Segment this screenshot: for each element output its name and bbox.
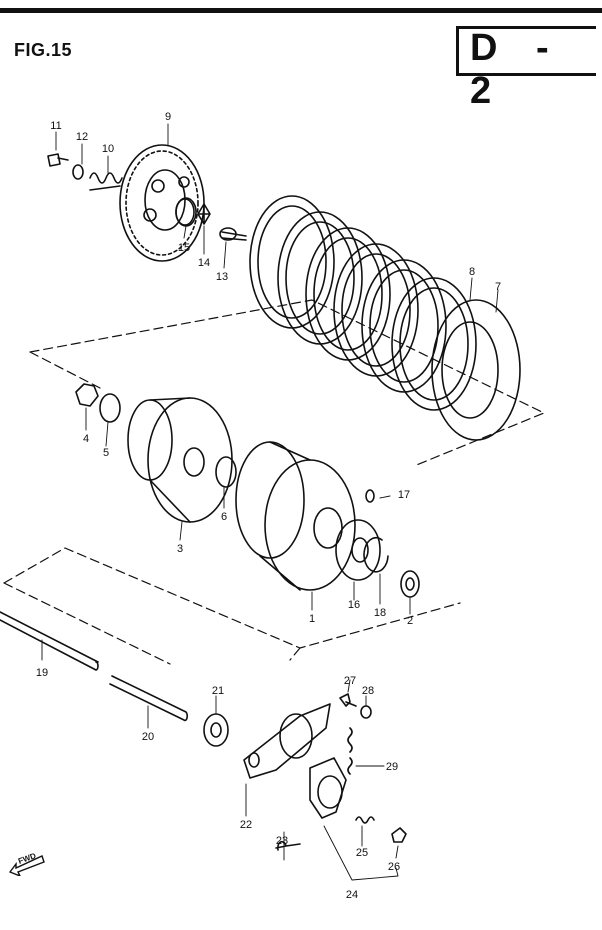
label-19: 19 (36, 667, 48, 679)
label-8: 8 (469, 266, 475, 278)
bearing-retainer (197, 203, 211, 225)
lock-washer (99, 393, 121, 423)
assembly-outline-lower (3, 582, 171, 665)
clutch-release-cam (309, 757, 347, 819)
push-rod-short (109, 675, 189, 722)
label-15: 15 (178, 242, 190, 254)
label-22: 22 (240, 819, 252, 831)
figure-title: FIG.15 (14, 40, 73, 60)
spring (89, 172, 123, 191)
leader-lines (41, 123, 499, 881)
return-spring (347, 727, 353, 775)
assembly-outline-middle (3, 547, 461, 661)
label-17: 17 (398, 489, 410, 501)
nut (75, 383, 99, 407)
forward-arrow-icon (8, 855, 45, 876)
label-10: 10 (102, 143, 114, 155)
label-12: 12 (76, 131, 88, 143)
label-13: 13 (216, 271, 228, 283)
release-gasket (243, 703, 331, 779)
label-14: 14 (198, 257, 210, 269)
pressure-plate (119, 144, 205, 262)
part-labels: 11 12 10 9 15 14 13 8 7 4 5 3 6 1 16 17 … (36, 111, 501, 901)
push-rod-long (0, 611, 99, 671)
label-4: 4 (83, 433, 89, 445)
bearing (175, 197, 197, 227)
label-2: 2 (407, 615, 413, 627)
label-21: 21 (212, 685, 224, 697)
circlip (363, 536, 389, 573)
label-5: 5 (103, 447, 109, 459)
label-11: 11 (50, 120, 61, 132)
figure-code: D - 2 (470, 27, 563, 112)
figure-code-box (456, 26, 596, 76)
spacer (365, 489, 375, 503)
label-26: 26 (388, 861, 400, 873)
washer (72, 164, 84, 180)
lock-nut (391, 827, 407, 843)
assembly-outline-upper (29, 299, 545, 467)
oil-pump-drive-gear (335, 519, 381, 581)
sleeve-hub (127, 397, 233, 523)
adjusting-screw (355, 816, 375, 824)
label-20: 20 (142, 731, 154, 743)
label-7: 7 (495, 281, 501, 293)
label-29: 29 (386, 761, 398, 773)
oil-seal (203, 713, 229, 747)
housing-washer (400, 570, 420, 598)
release-washer (360, 705, 372, 719)
top-border-rule (0, 8, 602, 13)
label-23: 23 (276, 835, 288, 847)
push-piece (219, 227, 247, 241)
label-16: 16 (348, 599, 360, 611)
label-27: 27 (344, 675, 356, 687)
label-24: 24 (346, 889, 358, 901)
label-9: 9 (165, 111, 171, 123)
release-screw (339, 693, 357, 707)
label-28: 28 (362, 685, 374, 697)
label-25: 25 (356, 847, 368, 859)
label-3: 3 (177, 543, 183, 555)
clutch-housing (235, 441, 356, 591)
bolt (47, 153, 69, 167)
oil-pump-drive-gear-hub (351, 537, 369, 563)
label-6: 6 (221, 511, 227, 523)
label-18: 18 (374, 607, 386, 619)
thrust-washer (215, 456, 237, 488)
label-1: 1 (309, 613, 315, 625)
clutch-plate-stack (249, 195, 521, 441)
